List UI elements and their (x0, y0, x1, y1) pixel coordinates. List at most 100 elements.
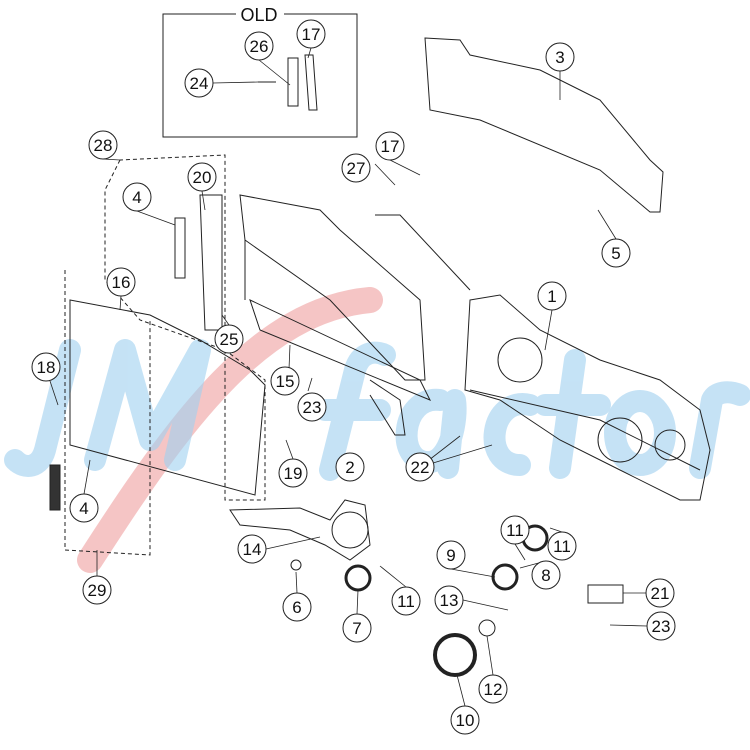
callout-15: 15 (270, 366, 300, 396)
callout-circle (244, 31, 274, 61)
callout-29: 29 (82, 575, 112, 605)
callout-circle (478, 674, 508, 704)
callout-circle (31, 352, 61, 382)
callout-number: 12 (484, 680, 503, 699)
callout-number: 16 (112, 273, 131, 292)
callout-number: 11 (506, 521, 524, 540)
callout-16: 16 (106, 267, 136, 297)
leader-lines (49, 47, 648, 707)
callout-23: 23 (297, 392, 327, 422)
group-28-outline (104, 154, 266, 501)
callout-11: 11 (500, 515, 530, 545)
callout-number: 4 (79, 499, 88, 518)
old-box-label: OLD (240, 5, 277, 25)
callout-circle (296, 19, 326, 49)
callout-14: 14 (237, 534, 267, 564)
callout-2: 2 (335, 452, 365, 482)
callout-13: 13 (434, 585, 464, 615)
callout-6: 6 (282, 592, 312, 622)
callout-circle (187, 162, 217, 192)
callout-11: 11 (547, 531, 577, 561)
callout-10: 10 (450, 705, 480, 735)
callout-20: 20 (187, 162, 217, 192)
callout-11: 11 (391, 586, 421, 616)
callout-number: 18 (37, 358, 56, 377)
callout-number: 13 (440, 591, 459, 610)
part-10-gear (433, 633, 477, 677)
callout-circle (391, 586, 421, 616)
callout-21: 21 (645, 578, 675, 608)
callout-24: 24 (184, 68, 214, 98)
callout-4: 4 (69, 493, 99, 523)
callout-circle (537, 281, 567, 311)
callout-circle (237, 534, 267, 564)
callout-number: 10 (456, 711, 475, 730)
callout-17: 17 (375, 131, 405, 161)
callout-19: 19 (278, 458, 308, 488)
callout-number: 20 (193, 168, 212, 187)
part-20-bracket (199, 194, 223, 331)
callout-circle (282, 592, 312, 622)
part-3-plate (424, 37, 664, 213)
callout-number: 21 (651, 584, 670, 603)
callout-5: 5 (601, 238, 631, 268)
callout-17: 17 (296, 19, 326, 49)
callout-8: 8 (531, 560, 561, 590)
callout-4: 4 (122, 182, 152, 212)
callout-circle (214, 324, 244, 354)
part-1-main-frame (375, 214, 711, 501)
callout-12: 12 (478, 674, 508, 704)
callout-number: 22 (411, 458, 430, 477)
callout-number: 26 (250, 37, 269, 56)
callout-number: 17 (381, 137, 400, 156)
callout-26: 26 (244, 31, 274, 61)
callout-circle (645, 578, 675, 608)
part-6-washer (290, 559, 302, 571)
callout-9: 9 (436, 540, 466, 570)
callout-25: 25 (214, 324, 244, 354)
callout-circle (342, 613, 372, 643)
part-12-washer (478, 619, 496, 637)
callout-number: 14 (243, 540, 262, 559)
callout-27: 27 (341, 153, 371, 183)
callout-circle (434, 585, 464, 615)
callout-1: 1 (537, 281, 567, 311)
callout-circle (436, 540, 466, 570)
callout-number: 23 (303, 398, 322, 417)
watermark-logo (4, 287, 750, 573)
part-21-plate (587, 584, 624, 604)
callout-number: 17 (302, 25, 321, 44)
part-4-strip-lower (49, 464, 61, 511)
callout-circle (69, 493, 99, 523)
part-2-sensor (229, 499, 371, 561)
group-29-outline (64, 270, 151, 556)
callout-number: 24 (190, 74, 209, 93)
callout-number: 25 (220, 330, 239, 349)
callout-number: 3 (555, 48, 564, 67)
callout-circle (106, 267, 136, 297)
part-15-rail (239, 194, 432, 436)
callout-circle (297, 392, 327, 422)
callout-number: 5 (611, 244, 620, 263)
callout-circle (82, 575, 112, 605)
callout-circle (405, 452, 435, 482)
callout-28: 28 (88, 130, 118, 160)
callout-number: 7 (352, 619, 361, 638)
part-7-gear (344, 564, 372, 592)
callout-number: 6 (292, 598, 301, 617)
callout-circle (545, 42, 575, 72)
callout-3: 3 (545, 42, 575, 72)
callout-number: 27 (347, 159, 366, 178)
old-parts-box (162, 13, 358, 138)
callout-number: 28 (94, 136, 113, 155)
part-9-gear (491, 563, 519, 591)
callout-number: 19 (284, 464, 303, 483)
callout-number: 1 (547, 287, 556, 306)
callout-number: 11 (553, 537, 571, 556)
callout-circle (335, 452, 365, 482)
callout-18: 18 (31, 352, 61, 382)
callout-circle (531, 560, 561, 590)
callout-23: 23 (646, 611, 676, 641)
callout-circle (122, 182, 152, 212)
